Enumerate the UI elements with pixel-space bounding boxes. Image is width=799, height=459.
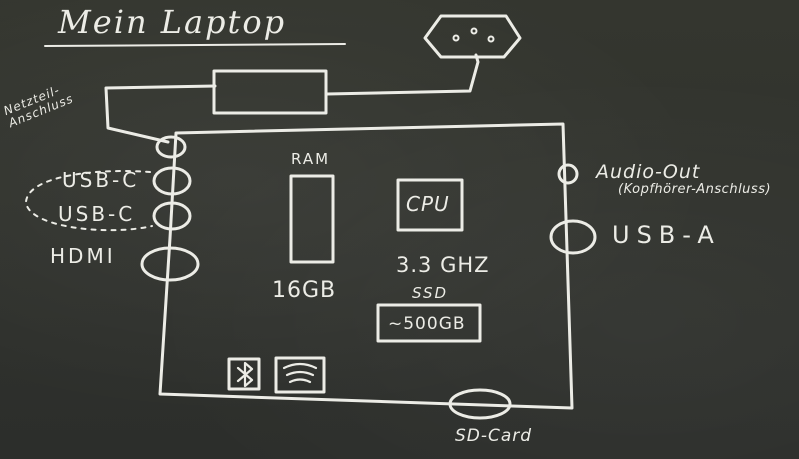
page-title: Mein Laptop bbox=[58, 3, 287, 41]
ssd-size: ~500GB bbox=[388, 314, 466, 334]
usb-c-brace bbox=[25, 170, 153, 232]
cpu-speed: 3.3 GHZ bbox=[396, 253, 490, 277]
audio-out-label: Audio-Out bbox=[596, 161, 701, 183]
power-plug-icon bbox=[423, 14, 522, 59]
cpu-label: CPU bbox=[406, 192, 450, 216]
sd-card-slot bbox=[448, 388, 512, 420]
laptop-body bbox=[158, 122, 574, 410]
bluetooth-icon bbox=[236, 361, 254, 388]
ssd-drive bbox=[376, 303, 482, 343]
power-cable-2 bbox=[325, 53, 480, 96]
usb-c-2-label: USB-C bbox=[58, 202, 136, 226]
wifi-box bbox=[274, 356, 326, 394]
power-adapter-icon bbox=[212, 69, 328, 115]
usb-c-1-label: USB-C bbox=[62, 168, 140, 192]
ram-label: RAM bbox=[291, 150, 331, 168]
hdmi-label: HDMI bbox=[50, 244, 116, 268]
usb-a-port bbox=[549, 219, 597, 255]
sd-card-label: SD-Card bbox=[455, 426, 533, 446]
hdmi-port bbox=[140, 246, 200, 282]
usb-c-port-2 bbox=[152, 201, 192, 231]
audio-out-note: (Kopfhörer-Anschluss) bbox=[618, 182, 772, 197]
usb-c-port-1 bbox=[152, 166, 192, 196]
cpu-chip bbox=[396, 178, 464, 232]
bluetooth-box bbox=[227, 357, 261, 391]
ssd-label: SSD bbox=[412, 284, 449, 302]
usb-a-label: USB-A bbox=[612, 221, 721, 249]
ram-size: 16GB bbox=[272, 278, 337, 303]
ram-stick bbox=[289, 174, 335, 264]
audio-port bbox=[557, 163, 579, 185]
power-cable bbox=[104, 84, 217, 144]
wifi-icon bbox=[282, 362, 318, 384]
title-underline bbox=[44, 43, 346, 47]
power-port bbox=[155, 135, 187, 159]
